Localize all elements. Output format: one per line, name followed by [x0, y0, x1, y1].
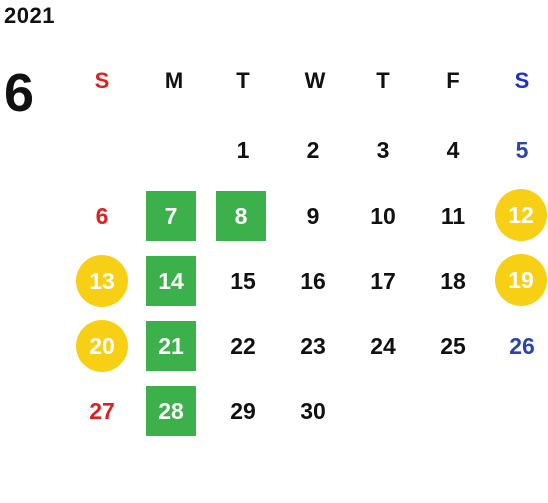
day-22[interactable]: 22: [230, 332, 256, 359]
day-20[interactable]: 20: [76, 320, 128, 372]
day-2[interactable]: 2: [306, 136, 320, 163]
day-25[interactable]: 25: [440, 332, 466, 359]
weekday-wed: W: [304, 68, 326, 93]
day-4[interactable]: 4: [446, 136, 460, 163]
day-18[interactable]: 18: [440, 267, 466, 294]
day-21[interactable]: 21: [146, 321, 196, 371]
day-15[interactable]: 15: [230, 267, 256, 294]
day-16[interactable]: 16: [300, 267, 326, 294]
day-26[interactable]: 26: [509, 332, 535, 359]
weekday-sun: S: [94, 68, 110, 93]
day-30[interactable]: 30: [300, 397, 326, 424]
weekday-fri: F: [446, 68, 460, 93]
year-label: 2021: [4, 3, 55, 28]
day-28[interactable]: 28: [146, 386, 196, 436]
day-7[interactable]: 7: [146, 191, 196, 241]
day-8[interactable]: 8: [216, 191, 266, 241]
weekday-tue: T: [236, 68, 250, 93]
weekday-sat: S: [514, 68, 530, 93]
day-19[interactable]: 19: [495, 254, 547, 306]
day-6[interactable]: 6: [95, 202, 109, 229]
day-9[interactable]: 9: [306, 202, 320, 229]
day-11[interactable]: 11: [440, 202, 466, 229]
day-23[interactable]: 23: [300, 332, 326, 359]
weekday-mon: M: [164, 68, 184, 93]
day-12[interactable]: 12: [495, 189, 547, 241]
day-13[interactable]: 13: [76, 255, 128, 307]
day-29[interactable]: 29: [230, 397, 256, 424]
day-17[interactable]: 17: [370, 267, 396, 294]
day-3[interactable]: 3: [376, 136, 390, 163]
day-14[interactable]: 14: [146, 256, 196, 306]
weekday-thu: T: [376, 68, 390, 93]
month-label: 6: [4, 63, 35, 123]
day-24[interactable]: 24: [370, 332, 396, 359]
day-27[interactable]: 27: [89, 397, 115, 424]
day-5[interactable]: 5: [515, 136, 529, 163]
day-10[interactable]: 10: [370, 202, 396, 229]
day-1[interactable]: 1: [236, 136, 250, 163]
